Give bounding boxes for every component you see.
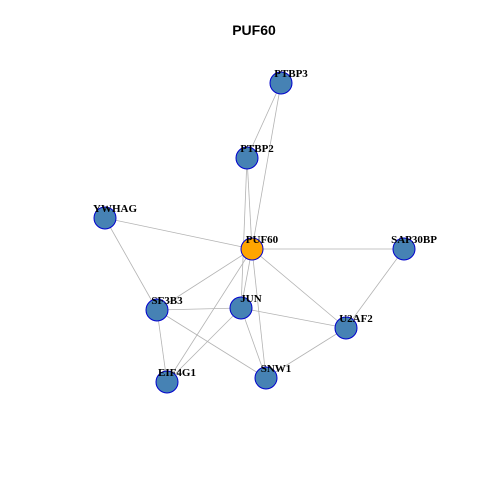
node-sf3b3 bbox=[145, 298, 169, 322]
edge-jun-snw1 bbox=[240, 307, 267, 379]
edge-u2af2-snw1 bbox=[265, 327, 347, 379]
node-label-ywhag: YWHAG bbox=[93, 203, 137, 215]
node-ptbp2 bbox=[235, 146, 259, 170]
edge-layer bbox=[104, 82, 405, 383]
node-label-u2af2: U2AF2 bbox=[339, 313, 373, 325]
node-sap30bp bbox=[392, 237, 416, 261]
node-label-sf3b3: SF3B3 bbox=[151, 295, 183, 307]
edge-puf60-u2af2 bbox=[251, 248, 347, 329]
edge-jun-eif4g1 bbox=[166, 307, 242, 383]
node-label-sap30bp: SAP30BP bbox=[391, 234, 437, 246]
node-ptbp3 bbox=[269, 71, 293, 95]
edge-ptbp2-jun bbox=[240, 157, 248, 309]
edge-sf3b3-jun bbox=[156, 307, 242, 311]
node-label-puf60: PUF60 bbox=[246, 234, 279, 246]
node-eif4g1 bbox=[155, 370, 179, 394]
edge-jun-u2af2 bbox=[240, 307, 347, 329]
edge-sap30bp-u2af2 bbox=[345, 248, 405, 329]
graph-title: PUF60 bbox=[232, 22, 276, 38]
edge-puf60-sf3b3 bbox=[156, 248, 253, 311]
node-ywhag bbox=[93, 206, 117, 230]
edge-puf60-eif4g1 bbox=[166, 248, 253, 383]
edge-ptbp3-ptbp2 bbox=[246, 82, 282, 159]
edge-puf60-snw1 bbox=[251, 248, 267, 379]
node-puf60 bbox=[240, 237, 264, 261]
node-label-snw1: SNW1 bbox=[261, 363, 292, 375]
node-label-eif4g1: EIF4G1 bbox=[158, 367, 196, 379]
edge-ptbp3-puf60 bbox=[251, 82, 282, 250]
edge-ywhag-sf3b3 bbox=[104, 217, 158, 311]
edge-ptbp2-puf60 bbox=[246, 157, 253, 250]
edge-ywhag-puf60 bbox=[104, 217, 253, 250]
edge-sf3b3-snw1 bbox=[156, 309, 267, 379]
node-snw1 bbox=[254, 366, 278, 390]
node-label-jun: JUN bbox=[240, 293, 261, 305]
node-u2af2 bbox=[334, 316, 358, 340]
node-label-ptbp2: PTBP2 bbox=[240, 143, 274, 155]
node-label-ptbp3: PTBP3 bbox=[274, 68, 308, 80]
edge-sf3b3-eif4g1 bbox=[156, 309, 168, 383]
node-jun bbox=[229, 296, 253, 320]
node-layer bbox=[93, 71, 416, 394]
